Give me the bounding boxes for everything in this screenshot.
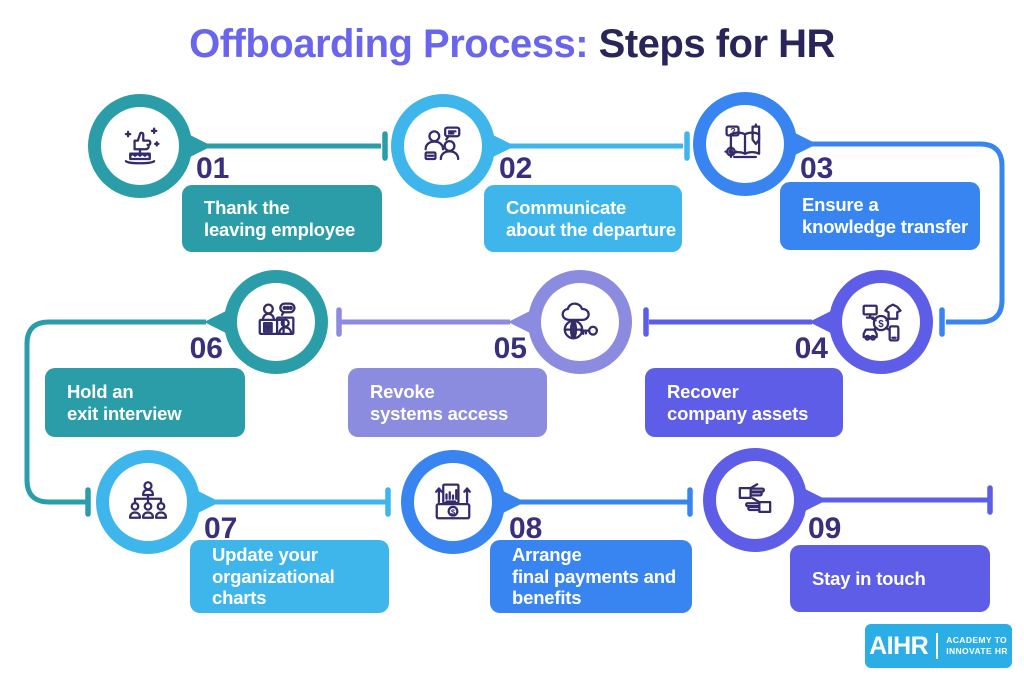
title-rest: Steps for HR xyxy=(588,22,836,66)
step-06-label: Hold an exit interview xyxy=(45,368,245,437)
step-03-label: Ensure a knowledge transfer xyxy=(780,182,980,250)
step-01-tail xyxy=(188,134,212,158)
step-03-number: 03 xyxy=(800,152,834,185)
page-title: Offboarding Process: Steps for HR xyxy=(0,22,1024,67)
step-08-number: 08 xyxy=(509,512,543,545)
step-05-tail xyxy=(508,310,532,334)
step-04-tail xyxy=(809,310,833,334)
step-02-tail xyxy=(491,134,515,158)
book-question-pen-icon: ? xyxy=(724,123,761,159)
step-05-circle xyxy=(508,270,632,374)
step-06-tail xyxy=(204,310,228,334)
step-06-number: 06 xyxy=(189,332,223,365)
step-06-circle xyxy=(204,270,328,374)
svg-text:$: $ xyxy=(451,507,456,516)
step-08-label: Arrange final payments and benefits xyxy=(490,540,692,613)
step-01-label: Thank the leaving employee xyxy=(182,185,382,252)
people-conversation-icon xyxy=(424,126,461,161)
aihr-logo-divider xyxy=(936,633,939,659)
step-08-tail xyxy=(501,490,525,514)
aihr-logo-brand: AIHR xyxy=(869,631,929,660)
step-02-circle xyxy=(391,94,515,198)
step-04-circle: $ xyxy=(809,270,933,374)
step-01-circle xyxy=(88,94,212,198)
aihr-logo: AIHR ACADEMY TO INNOVATE HR xyxy=(865,624,1012,668)
step-08-circle: $ xyxy=(401,450,525,554)
step-02-number: 02 xyxy=(499,152,533,185)
exit-interview-icon xyxy=(258,302,296,336)
svg-text:$: $ xyxy=(878,319,884,330)
step-09-circle xyxy=(703,448,827,552)
step-02-label: Communicate about the departure xyxy=(484,185,682,252)
step-05-label: Revoke systems access xyxy=(348,368,547,437)
step-03-circle: ? xyxy=(693,92,817,196)
svg-text:?: ? xyxy=(730,126,735,136)
step-07-label: Update your organizational charts xyxy=(190,540,389,613)
org-chart-icon xyxy=(128,481,168,519)
payments-icon: $ xyxy=(435,483,471,520)
title-accent: Offboarding Process: xyxy=(189,22,589,66)
step-07-tail xyxy=(196,490,220,514)
step-04-label: Recover company assets xyxy=(645,368,843,437)
step-04-number: 04 xyxy=(794,332,828,365)
aihr-logo-tagline: ACADEMY TO INNOVATE HR xyxy=(946,635,1008,656)
step-05-number: 05 xyxy=(493,332,527,365)
thumbs-up-cake-icon xyxy=(124,127,160,165)
hands-icon xyxy=(738,483,772,514)
step-09-tail xyxy=(803,488,827,512)
step-09-label: Stay in touch xyxy=(790,545,990,612)
step-03-tail xyxy=(793,132,817,156)
step-07-circle xyxy=(96,450,220,554)
step-09-number: 09 xyxy=(808,512,842,545)
company-assets-icon: $ xyxy=(862,303,902,342)
cloud-globe-key-icon xyxy=(561,302,599,340)
step-01-number: 01 xyxy=(196,152,230,185)
step-07-number: 07 xyxy=(204,512,238,545)
